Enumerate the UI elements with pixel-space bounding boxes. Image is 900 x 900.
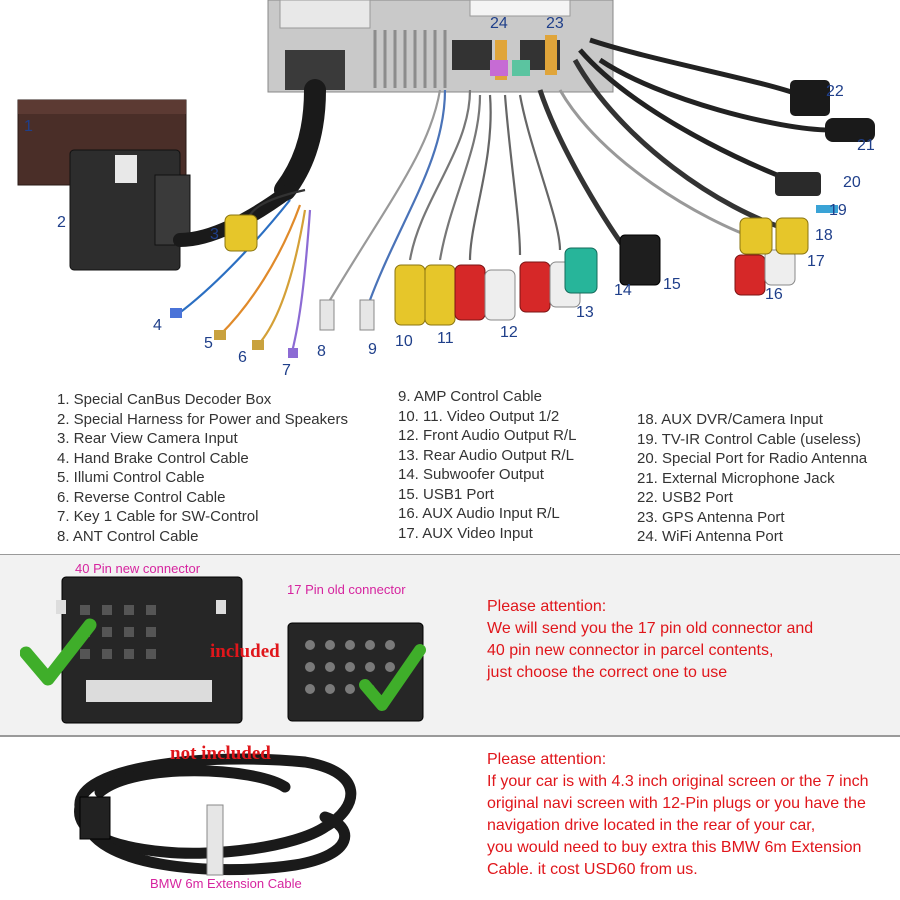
callout-19: 19 [829,202,847,219]
legend-item: 2. Special Harness for Power and Speaker… [57,410,348,428]
connector-illustration [20,576,426,724]
callout-16: 16 [765,286,783,303]
callout-20: 20 [843,174,861,191]
legend-item: 4. Hand Brake Control Cable [57,449,249,467]
legend-item: 16. AUX Audio Input R/L [398,505,560,522]
legend-item: 23. GPS Antenna Port [637,508,785,526]
notice-line: We will send you the 17 pin old connecto… [487,620,814,637]
notice-line: Please attention: [487,598,607,615]
callout-24: 24 [490,15,508,32]
legend-item: 15. USB1 Port [398,485,494,503]
signal-wires [177,37,831,353]
legend-column-2: 9. AMP Control Cable 10. 11. Video Outpu… [398,387,576,543]
legend-item: 9. AMP Control Cable [398,388,542,405]
callout-15: 15 [663,276,681,293]
legend-item: 6. Reverse Control Cable [57,488,226,506]
extension-cable-label: BMW 6m Extension Cable [150,876,302,891]
wiring-diagram [17,0,875,358]
notice-line: you would need to buy extra this BMW 6m … [487,839,862,856]
legend-item: 13. Rear Audio Output R/L [398,446,574,464]
legend-item: 19. TV-IR Control Cable (useless) [637,430,861,448]
callout-23: 23 [546,15,564,32]
connector-panel: 40 Pin new connector 17 Pin old connecto… [0,554,900,736]
notice-line: original navi screen with 12-Pin plugs o… [487,795,866,812]
legend-item: 5. Illumi Control Cable [57,469,205,486]
callout-22: 22 [826,83,844,100]
not-included-label: not included [170,743,271,764]
notice-line: navigation drive located in the rear of … [487,817,816,834]
legend-item: 8. ANT Control Cable [57,527,199,545]
notice-line: Cable. it cost USD60 from us. [487,861,698,878]
legend-item: 14. Subwoofer Output [398,466,544,483]
pin-terminals [170,205,838,358]
callout-21: 21 [857,137,875,154]
callout-5: 5 [204,335,213,352]
label-17-pin: 17 Pin old connector [287,582,406,597]
notice-line: 40 pin new connector in parcel contents, [487,642,774,659]
legend-item: 7. Key 1 Cable for SW-Control [57,508,259,525]
legend-item: 17. AUX Video Input [398,524,533,542]
callout-12: 12 [500,324,518,341]
callout-7: 7 [282,362,291,379]
label-40-pin: 40 Pin new connector [75,561,201,576]
notice-line: just choose the correct one to use [487,664,728,681]
extension-cable-illustration [74,753,357,876]
legend-column-1: 1. Special CanBus Decoder Box 2. Special… [57,390,348,546]
check-icon [20,618,97,686]
callout-11: 11 [437,330,454,347]
extension-panel: not included BMW 6m Extension Cable Plea… [0,736,900,900]
legend-item: 22. USB2 Port [637,489,733,506]
callout-18: 18 [815,227,833,244]
head-unit [267,0,614,93]
connector-notice: Please attention: We will send you the 1… [487,596,813,684]
callout-3: 3 [210,226,219,243]
callout-1: 1 [24,118,33,135]
notice-line: Please attention: [487,751,607,768]
callout-17: 17 [807,253,825,270]
callout-9: 9 [368,341,377,358]
legend-item: 18. AUX DVR/Camera Input [637,411,823,428]
legend-item: 20. Special Port for Radio Antenna [637,450,868,467]
power-speaker-harness-connector [69,149,191,271]
callout-4: 4 [153,317,162,334]
check-icon [359,644,426,711]
legend-item: 10. 11. Video Output 1/2 [398,407,560,425]
included-label: included [210,641,280,662]
rca-plugs [224,35,875,326]
callout-10: 10 [395,333,413,350]
notice-line: If your car is with 4.3 inch original sc… [487,773,869,790]
legend-item: 24. WiFi Antenna Port [637,528,783,545]
connector-40-pin [56,576,243,724]
callout-14: 14 [614,282,632,299]
legend-item: 1. Special CanBus Decoder Box [57,391,272,408]
callout-6: 6 [238,349,247,366]
callout-8: 8 [317,343,326,360]
callout-13: 13 [576,304,594,321]
legend-item: 12. Front Audio Output R/L [398,427,577,444]
callout-2: 2 [57,214,66,231]
legend-column-3: 18. AUX DVR/Camera Input 19. TV-IR Contr… [637,410,867,547]
legend-item: 21. External Microphone Jack [637,469,835,487]
extension-notice: Please attention: If your car is with 4.… [487,749,869,881]
legend-item: 3. Rear View Camera Input [57,430,238,447]
